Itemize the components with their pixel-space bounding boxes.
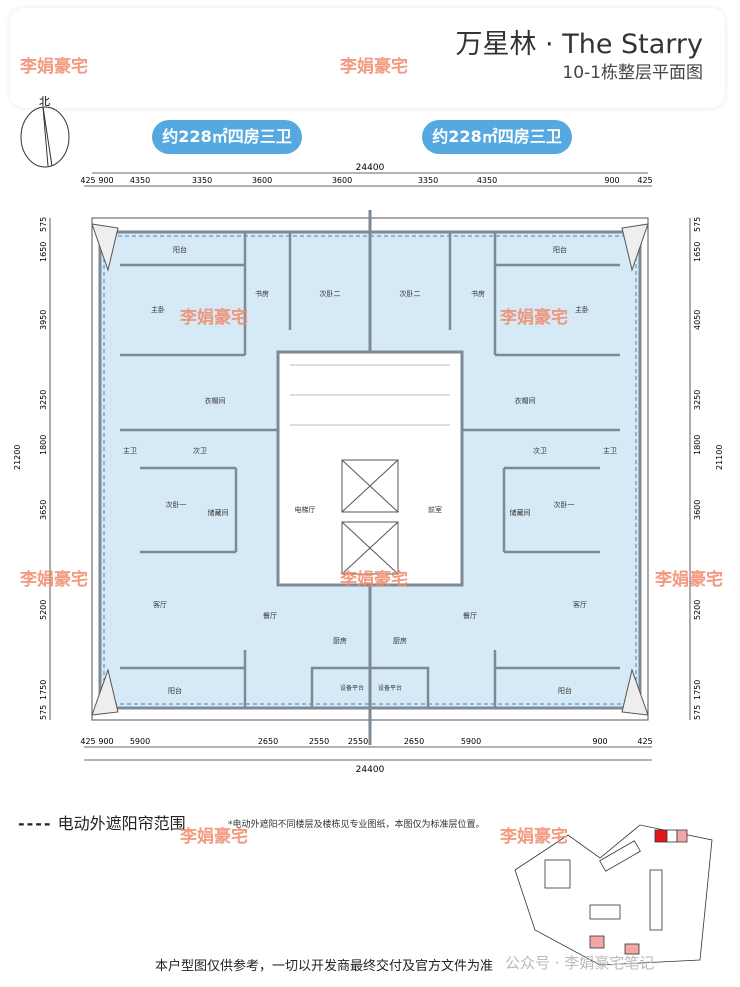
watermark: 李娟豪宅 [340,57,408,77]
svg-text:衣帽间: 衣帽间 [205,396,226,405]
svg-text:阳台: 阳台 [553,245,567,254]
svg-text:储藏间: 储藏间 [510,508,531,517]
dim-left: 1650 [39,242,48,262]
svg-text:衣帽间: 衣帽间 [515,396,536,405]
dim-right: 4050 [693,310,702,330]
dim-bottom: 5900 [461,737,481,746]
svg-text:书房: 书房 [471,289,485,298]
north-compass-icon: 北 [20,95,70,168]
svg-text:次卧二: 次卧二 [400,289,421,298]
watermark: 李娟豪宅 [20,57,88,77]
svg-text:电梯厅: 电梯厅 [295,505,316,514]
svg-text:次卧二: 次卧二 [320,289,341,298]
svg-text:厨房: 厨房 [333,636,347,645]
dim-bottom-total: 24400 [356,765,385,775]
north-label: 北 [39,95,50,108]
watermark: 李娟豪宅 [340,570,408,590]
watermark: 李娟豪宅 [655,570,723,590]
dim-right: 1650 [693,242,702,262]
dim-bottom: 2550 [309,737,329,746]
legend-note: *电动外遮阳不同楼层及楼栋见专业图纸，本图仅为标准层位置。 [228,820,485,830]
svg-text:阳台: 阳台 [173,245,187,254]
svg-text:次卫: 次卫 [193,446,207,455]
svg-text:次卫: 次卫 [533,446,547,455]
dim-top: 3600 [252,176,272,185]
dim-top: 3350 [418,176,438,185]
dim-top: 900 [98,176,113,185]
watermark: 李娟豪宅 [180,308,248,328]
dim-top: 900 [604,176,619,185]
dim-bottom: 900 [592,737,607,746]
dim-right: 1800 [693,435,702,455]
svg-text:前室: 前室 [428,505,442,514]
svg-text:阳台: 阳台 [168,686,182,695]
dim-bottom: 2650 [404,737,424,746]
dim-left: 1750 [39,680,48,700]
dim-top: 4350 [477,176,497,185]
dim-left-total: 21200 [13,445,22,470]
svg-text:厨房: 厨房 [393,636,407,645]
dashed-line-symbol: ---- [18,814,53,833]
unit-badge-left: 约228㎡四房三卫 [152,120,302,154]
svg-text:次卧一: 次卧一 [166,500,187,509]
dim-right: 575 [693,705,702,720]
dim-bottom: 2550 [348,737,368,746]
dim-top: 4350 [130,176,150,185]
svg-text:储藏间: 储藏间 [208,508,229,517]
page-title: 万星林 · The Starry [455,29,703,60]
dim-bottom: 900 [98,737,113,746]
wechat-watermark: 公众号 · 李娟豪宅笔记 [505,954,655,972]
unit-badge-right: 约228㎡四房三卫 [422,120,572,154]
svg-text:餐厅: 餐厅 [463,611,477,620]
dim-right: 1750 [693,680,702,700]
svg-text:书房: 书房 [255,289,269,298]
dim-top: 3350 [192,176,212,185]
dim-left: 575 [39,705,48,720]
svg-text:客厅: 客厅 [153,600,167,609]
sunshade-legend: ---- 电动外遮阳帘范围 [18,810,186,834]
dim-top-total: 24400 [356,163,385,173]
watermark: 李娟豪宅 [180,827,248,847]
watermark: 李娟豪宅 [500,827,568,847]
svg-text:主卧: 主卧 [151,305,165,314]
svg-text:主卫: 主卫 [123,446,137,455]
dim-bottom: 425 [80,737,95,746]
dim-left: 5200 [39,600,48,620]
watermark: 李娟豪宅 [500,308,568,328]
dim-left: 1800 [39,435,48,455]
svg-text:餐厅: 餐厅 [263,611,277,620]
page-subtitle: 10-1栋整层平面图 [562,63,703,83]
watermark: 李娟豪宅 [20,570,88,590]
building-core [276,350,464,587]
dim-bottom: 425 [637,737,652,746]
svg-text:设备平台: 设备平台 [340,684,364,692]
dim-left: 575 [39,217,48,232]
dim-right: 3250 [693,390,702,410]
svg-text:主卧: 主卧 [575,305,589,314]
svg-text:阳台: 阳台 [558,686,572,695]
svg-text:次卧一: 次卧一 [554,500,575,509]
dim-top: 3600 [332,176,352,185]
dim-bottom: 5900 [130,737,150,746]
dim-left: 3650 [39,500,48,520]
dim-right: 5200 [693,600,702,620]
dim-right-total: 21100 [715,445,724,470]
svg-text:主卫: 主卫 [603,446,617,455]
dim-top: 425 [80,176,95,185]
dim-top: 425 [637,176,652,185]
disclaimer: 本户型图仅供参考，一切以开发商最终交付及官方文件为准 [155,959,494,974]
dim-right: 575 [693,217,702,232]
dim-right: 3600 [693,500,702,520]
legend-label: 电动外遮阳帘范围 [57,814,186,833]
dim-bottom: 2650 [258,737,278,746]
dim-left: 3950 [39,310,48,330]
svg-text:设备平台: 设备平台 [378,684,402,692]
svg-text:客厅: 客厅 [573,600,587,609]
header-card: 万星林 · The Starry 10-1栋整层平面图 [10,8,725,108]
dim-left: 3250 [39,390,48,410]
site-key-map [514,824,713,966]
